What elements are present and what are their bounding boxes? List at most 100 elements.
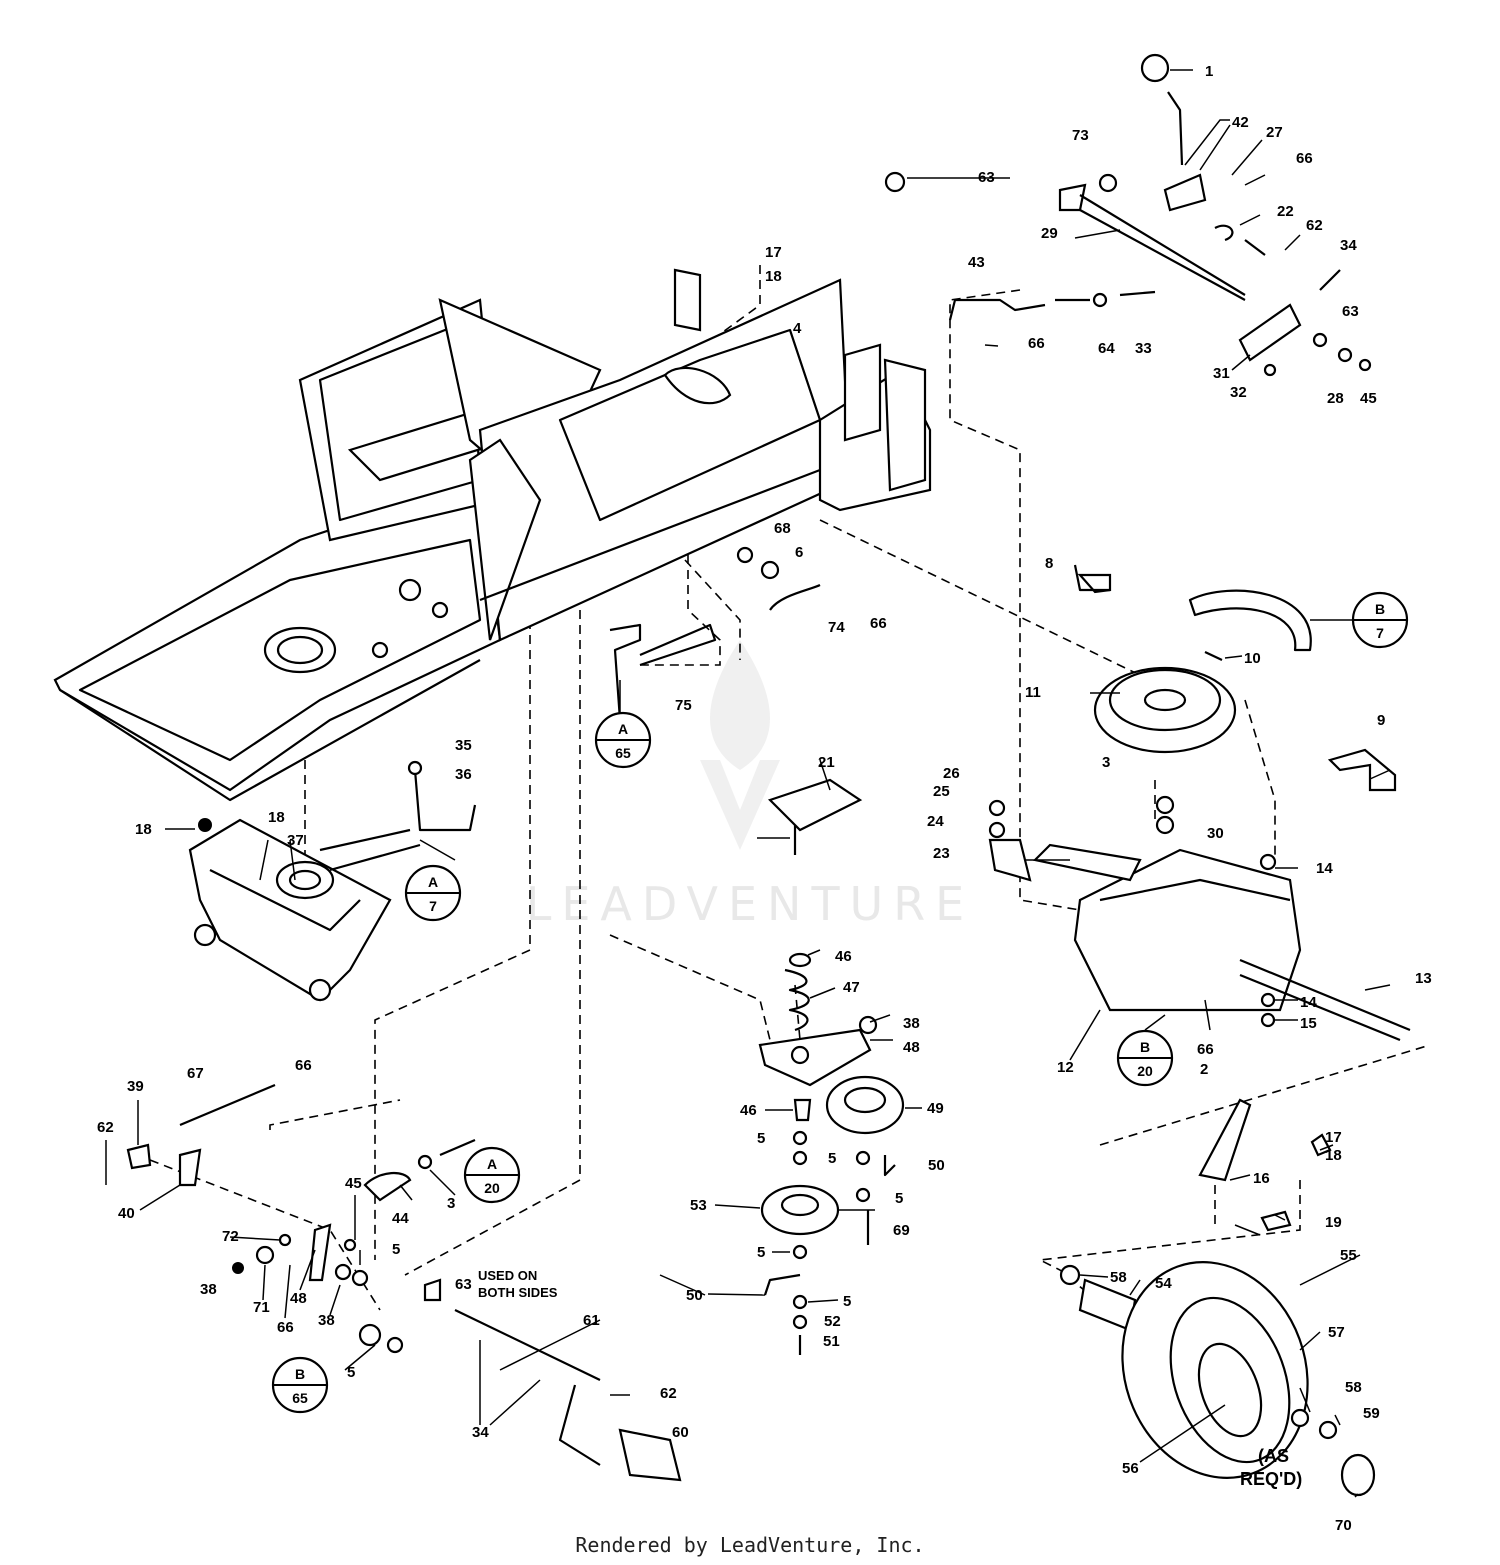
idler-pulley-assembly [758, 778, 905, 1355]
part-label: 36 [455, 766, 472, 783]
part-label: 75 [675, 697, 692, 714]
part-label: 5 [347, 1364, 355, 1381]
part-label: 3 [1102, 754, 1110, 771]
part-label: 2 [1200, 1061, 1208, 1078]
part-label: 58 [1345, 1379, 1362, 1396]
ref-b7-bottom: 7 [1376, 625, 1384, 641]
part-label: 69 [893, 1222, 910, 1239]
part-label: 66 [1197, 1041, 1214, 1058]
ref-circle-a7: A 7 [404, 864, 462, 922]
part-label: 5 [392, 1241, 400, 1258]
part-label: 48 [290, 1290, 307, 1307]
note-used-on-1: USED ON [478, 1268, 537, 1283]
transaxle-assembly [988, 573, 1411, 1042]
part-label: 64 [1098, 340, 1115, 357]
part-label: 63 [978, 169, 995, 186]
part-label: 33 [1135, 340, 1152, 357]
part-label: 26 [943, 765, 960, 782]
ref-circle-b65: B 65 [271, 1356, 329, 1414]
part-label: 16 [1253, 1170, 1270, 1187]
tractor-frame [53, 268, 932, 802]
part-label: 72 [222, 1228, 239, 1245]
ref-b20-bottom: 20 [1137, 1063, 1153, 1079]
part-label: 18 [1325, 1147, 1342, 1164]
part-label: 5 [828, 1150, 836, 1167]
part-label: 55 [1340, 1247, 1357, 1264]
part-label: 13 [1415, 970, 1432, 987]
pedal-linkage [126, 546, 1110, 1482]
part-label: 19 [1325, 1214, 1342, 1231]
part-label: 5 [843, 1293, 851, 1310]
ref-circle-a65: A 65 [594, 711, 652, 769]
part-label: 38 [200, 1281, 217, 1298]
part-label: 12 [1057, 1059, 1074, 1076]
part-label: 45 [1360, 390, 1377, 407]
footer-credit: Rendered by LeadVenture, Inc. [575, 1533, 925, 1557]
part-label: 49 [927, 1100, 944, 1117]
part-label: 50 [686, 1287, 703, 1304]
part-label: 63 [1342, 303, 1359, 320]
ref-a20-bottom: 20 [484, 1180, 500, 1196]
watermark-logo: LEADVENTURE [526, 640, 975, 931]
part-label: 14 [1316, 860, 1333, 877]
part-label: 48 [903, 1039, 920, 1056]
part-label: 56 [1122, 1460, 1139, 1477]
part-label: 30 [1207, 825, 1224, 842]
part-label: 21 [818, 754, 835, 771]
part-label: 63 [455, 1276, 472, 1293]
ref-circle-a20: A 20 [463, 1146, 521, 1204]
ref-b65-bottom: 65 [292, 1390, 308, 1406]
ref-a7-bottom: 7 [429, 898, 437, 914]
part-label: 18 [765, 268, 782, 285]
part-label: 38 [903, 1015, 920, 1032]
part-label: 22 [1277, 203, 1294, 220]
part-label: 1 [1205, 63, 1213, 80]
part-label: 50 [928, 1157, 945, 1174]
part-label: 47 [843, 979, 860, 996]
ref-b20-top: B [1140, 1039, 1150, 1055]
part-label: 29 [1041, 225, 1058, 242]
ref-a7-top: A [428, 874, 438, 890]
part-label: 46 [835, 948, 852, 965]
part-label: 58 [1110, 1269, 1127, 1286]
part-label: 62 [660, 1385, 677, 1402]
ref-b65-top: B [295, 1366, 305, 1382]
part-label: 62 [97, 1119, 114, 1136]
part-label: 28 [1327, 390, 1344, 407]
ref-a65-bottom: 65 [615, 745, 631, 761]
part-label: 67 [187, 1065, 204, 1082]
part-label: 54 [1155, 1275, 1172, 1292]
part-label: 27 [1266, 124, 1283, 141]
part-label: 18 [135, 821, 152, 838]
part-label: 8 [1045, 555, 1053, 572]
part-label: 46 [740, 1102, 757, 1119]
part-label: 9 [1377, 712, 1385, 729]
part-label: 66 [295, 1057, 312, 1074]
part-label: 71 [253, 1299, 270, 1316]
ref-b7-top: B [1375, 601, 1385, 617]
part-label: 40 [118, 1205, 135, 1222]
part-label: 62 [1306, 217, 1323, 234]
part-label: 60 [672, 1424, 689, 1441]
part-label: 5 [757, 1244, 765, 1261]
part-label: 66 [1296, 150, 1313, 167]
part-label: 68 [774, 520, 791, 537]
part-label: 51 [823, 1333, 840, 1350]
part-label: 24 [927, 813, 944, 830]
part-label: 39 [127, 1078, 144, 1095]
part-label: 11 [1025, 684, 1041, 701]
part-label: 3 [447, 1195, 455, 1212]
part-label: 31 [1213, 365, 1230, 382]
watermark-text: LEADVENTURE [526, 877, 975, 931]
part-label: 45 [345, 1175, 362, 1192]
part-label: 37 [287, 832, 304, 849]
part-label: 35 [455, 737, 472, 754]
rear-wheel-assembly [1059, 1098, 1376, 1497]
part-label: 59 [1363, 1405, 1380, 1422]
part-label: 18 [268, 809, 285, 826]
part-label: 25 [933, 783, 950, 800]
shift-lever-assembly [884, 53, 1372, 377]
part-label: 23 [933, 845, 950, 862]
note-as-reqd-2: REQ'D) [1240, 1469, 1302, 1489]
